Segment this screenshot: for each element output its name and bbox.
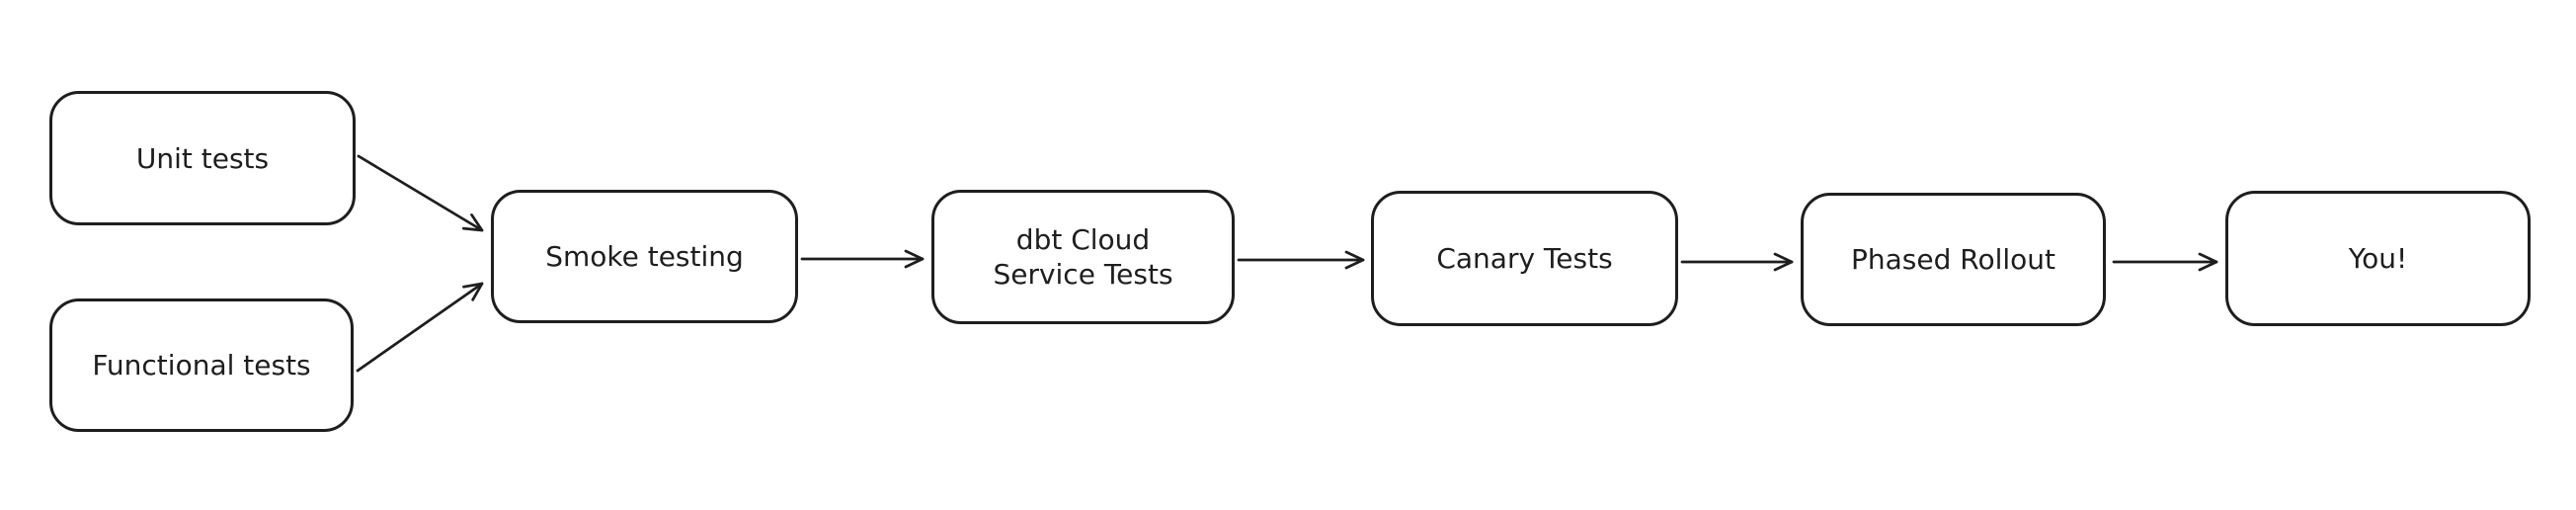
node-you-label: You! bbox=[2348, 242, 2408, 275]
node-canary-tests-label: Canary Tests bbox=[1436, 242, 1613, 275]
node-smoke-testing: Smoke testing bbox=[491, 190, 798, 323]
node-dbt-cloud-service-tests-label: dbt Cloud bbox=[1015, 223, 1151, 256]
node-phased-rollout-label: Phased Rollout bbox=[1850, 243, 2056, 276]
node-smoke-testing-label: Smoke testing bbox=[545, 240, 744, 273]
node-unit-tests: Unit tests bbox=[49, 91, 356, 225]
node-functional-tests-label: Functional tests bbox=[92, 349, 311, 382]
edge-unit-tests-to-smoke-testing bbox=[357, 154, 484, 232]
edge-functional-tests-to-smoke-testing bbox=[356, 282, 484, 373]
node-you: You! bbox=[2225, 191, 2531, 326]
node-dbt-cloud-service-tests-label: Service Tests bbox=[993, 258, 1173, 291]
node-canary-tests: Canary Tests bbox=[1371, 191, 1678, 326]
node-functional-tests: Functional tests bbox=[49, 298, 354, 432]
node-phased-rollout: Phased Rollout bbox=[1801, 193, 2106, 326]
node-unit-tests-label: Unit tests bbox=[135, 141, 270, 175]
